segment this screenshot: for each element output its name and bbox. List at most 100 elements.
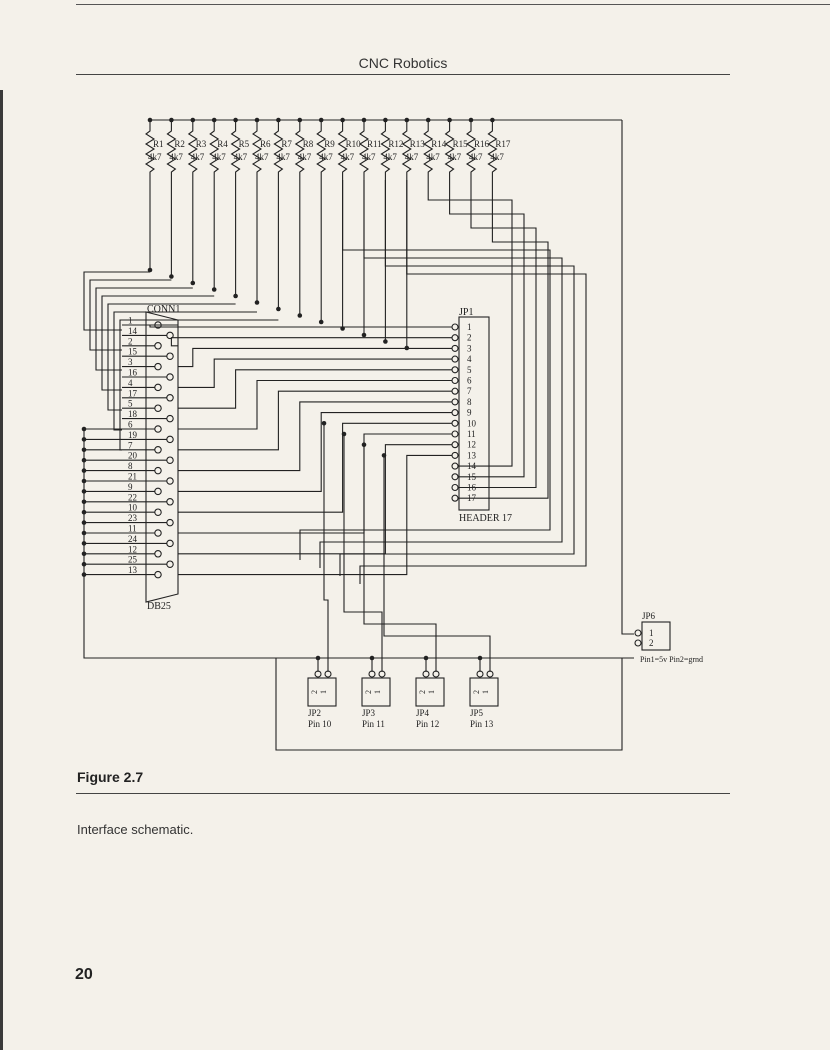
junction-dot xyxy=(383,117,388,123)
small-header-body xyxy=(469,677,499,707)
left-loop-wire xyxy=(89,279,172,351)
junction-dot xyxy=(383,339,388,344)
db25-pin xyxy=(154,362,162,371)
schematic-junctions xyxy=(81,117,495,661)
junction-dot xyxy=(81,561,87,567)
junction-dot xyxy=(81,520,87,525)
resistor-symbol xyxy=(230,120,241,180)
junction-dot xyxy=(81,426,87,432)
db25-pin xyxy=(166,477,174,485)
left-loop-wire xyxy=(107,303,236,411)
junction-dot xyxy=(81,530,87,536)
resistor-value-label: 4k7 xyxy=(234,152,248,162)
jp1-pin-number: 12 xyxy=(467,440,476,450)
db25-ref-label: CONN1 xyxy=(147,304,180,315)
small-header-pin-number: 1 xyxy=(481,690,490,694)
db25-pin-number: 6 xyxy=(128,420,133,430)
db25-pin-number: 24 xyxy=(128,534,138,544)
db25-to-jp1-wire xyxy=(178,347,452,368)
db25-pin xyxy=(166,518,174,527)
jp1-pin-number: 2 xyxy=(467,333,472,343)
small-header-pin xyxy=(324,670,332,678)
db25-pin-number: 13 xyxy=(128,565,138,575)
jp1-pin xyxy=(451,334,459,342)
db25-pin-number: 25 xyxy=(128,555,138,565)
resistor-ref-label: R15 xyxy=(453,139,469,149)
db25-pin-number: 8 xyxy=(128,461,133,471)
junction-dot xyxy=(81,551,87,557)
db25-pin xyxy=(166,539,174,548)
resistor-ref-label: R3 xyxy=(196,139,207,149)
db25-to-jp1-wire xyxy=(178,369,452,409)
junction-dot xyxy=(423,655,429,661)
junction-dot xyxy=(404,345,410,351)
junction-dot xyxy=(297,313,303,318)
resistor-symbol xyxy=(316,120,327,180)
junction-dot xyxy=(425,117,431,123)
resistor-symbol xyxy=(465,120,477,180)
header-signal-wire xyxy=(363,444,437,672)
junction-dot xyxy=(447,117,452,123)
junction-dot xyxy=(321,421,327,426)
small-header-body xyxy=(361,677,391,707)
small-header-pin-label: Pin 10 xyxy=(308,719,332,729)
db25-to-jp1-wire xyxy=(178,390,452,451)
junction-dot xyxy=(276,117,281,123)
db25-pin-number: 17 xyxy=(128,388,138,398)
jp1-pin-number: 14 xyxy=(467,461,477,471)
resistor-ref-label: R17 xyxy=(495,139,511,149)
resistor-value-label: 4k7 xyxy=(383,152,397,162)
resistor-ref-label: R9 xyxy=(324,139,335,149)
db25-to-jp1-wire xyxy=(178,444,452,555)
resistor-ref-label: R8 xyxy=(303,139,314,149)
junction-dot xyxy=(361,332,367,338)
junction-dot xyxy=(211,287,217,292)
resistor-value-label: 4k7 xyxy=(448,152,462,162)
jp1-pin-number: 16 xyxy=(467,483,477,493)
db25-pin-number: 3 xyxy=(128,357,133,367)
small-header-body xyxy=(307,677,337,707)
junction-dot xyxy=(211,117,217,123)
jp1-pin xyxy=(451,376,459,385)
schematic-parts xyxy=(144,120,671,707)
junction-dot xyxy=(190,117,196,123)
resistor-ref-label: R13 xyxy=(410,139,426,149)
resistor-ref-label: R16 xyxy=(474,139,490,149)
jp1-pin xyxy=(451,462,459,470)
vcc-rail-wire xyxy=(621,120,634,635)
db25-to-jp1-wire xyxy=(178,454,452,576)
db25-pin xyxy=(166,373,174,381)
header-signal-wire xyxy=(323,423,329,672)
header-feed-wire xyxy=(359,180,587,584)
db25-pin-number: 1 xyxy=(128,316,133,326)
junction-dot xyxy=(81,541,87,546)
junction-dot xyxy=(404,117,410,123)
jp1-pin-number: 5 xyxy=(467,365,472,375)
resistor-value-label: 4k7 xyxy=(255,152,269,162)
resistor-ref-label: R6 xyxy=(260,139,271,149)
running-head: CNC Robotics xyxy=(358,55,448,71)
small-header-ref-label: JP3 xyxy=(362,708,376,718)
db25-pin-number: 11 xyxy=(128,524,137,534)
db25-to-jp1-wire xyxy=(178,358,452,388)
junction-dot xyxy=(233,117,238,123)
resistor-ref-label: R2 xyxy=(174,139,185,149)
header-rule xyxy=(76,74,730,75)
junction-dot xyxy=(254,117,260,123)
jp1-pin xyxy=(451,409,459,417)
jp1-pin-number: 17 xyxy=(467,493,477,503)
small-header-pin xyxy=(368,670,376,678)
db25-pin-number: 5 xyxy=(128,399,133,409)
db25-to-jp1-wire xyxy=(178,433,452,534)
db25-to-jp1-wire xyxy=(178,422,452,513)
small-header-pin-label: Pin 12 xyxy=(416,719,439,729)
junction-dot xyxy=(477,655,483,661)
resistor-symbol xyxy=(251,120,263,180)
junction-dot xyxy=(315,655,321,661)
right-return-wire xyxy=(449,180,525,478)
right-return-wire xyxy=(458,180,549,499)
resistor-value-label: 4k7 xyxy=(362,152,376,162)
db25-pin xyxy=(154,321,162,329)
resistor-symbol xyxy=(358,120,370,180)
resistor-value-label: 4k7 xyxy=(405,152,419,162)
